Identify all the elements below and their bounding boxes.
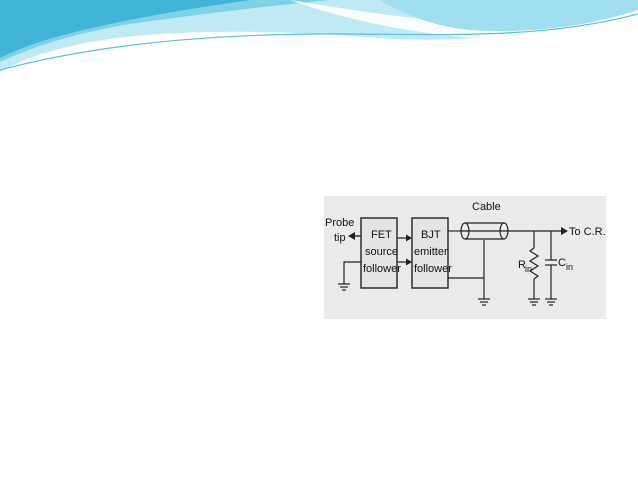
- bjt-label-line1: BJT: [421, 229, 441, 241]
- fet-label-line3: follower: [363, 263, 401, 275]
- bjt-label-line2: emitter: [414, 246, 448, 258]
- output-arrow-icon: [561, 227, 568, 235]
- ground-icon: [338, 283, 350, 291]
- fet-label-line1: FET: [371, 229, 392, 241]
- arrow-right-icon: [406, 234, 412, 242]
- coax-cable-icon: [460, 222, 509, 240]
- probe-circuit-diagram: Probe tip FET source follower BJT emitte…: [324, 196, 606, 319]
- wave-right-sweep: [380, 0, 638, 32]
- arrow-right-icon: [406, 258, 412, 266]
- resistor-icon: [528, 247, 540, 280]
- fet-ground-wire: [343, 261, 361, 284]
- ground-icon: [545, 298, 557, 306]
- bjt-label-line3: follower: [414, 263, 452, 275]
- bjt-emitter-follower-block: [411, 217, 449, 289]
- header-wave-decoration: [0, 0, 638, 72]
- wave-thin-line: [0, 13, 638, 71]
- cin-subscript: in: [566, 262, 573, 272]
- output-label: To C.R.O.: [569, 226, 606, 238]
- cin-label: C: [558, 257, 566, 269]
- ground-icon: [528, 298, 540, 306]
- fet-source-follower-block: [360, 217, 398, 289]
- capacitor-icon: [545, 259, 557, 266]
- probe-label-line2: tip: [334, 232, 346, 244]
- circuit-svg: Probe tip FET source follower BJT emitte…: [325, 201, 606, 306]
- probe-label-line1: Probe: [325, 217, 354, 229]
- cable-label: Cable: [472, 201, 501, 213]
- wave-white-crest: [290, 0, 638, 39]
- wave-dark-band: [0, 0, 250, 58]
- probe-tip-arrow-icon: [348, 232, 355, 240]
- fet-label-line2: source: [365, 246, 398, 258]
- rin-subscript: in: [525, 264, 532, 274]
- ground-icon: [478, 298, 490, 306]
- rin-label: R: [518, 259, 526, 271]
